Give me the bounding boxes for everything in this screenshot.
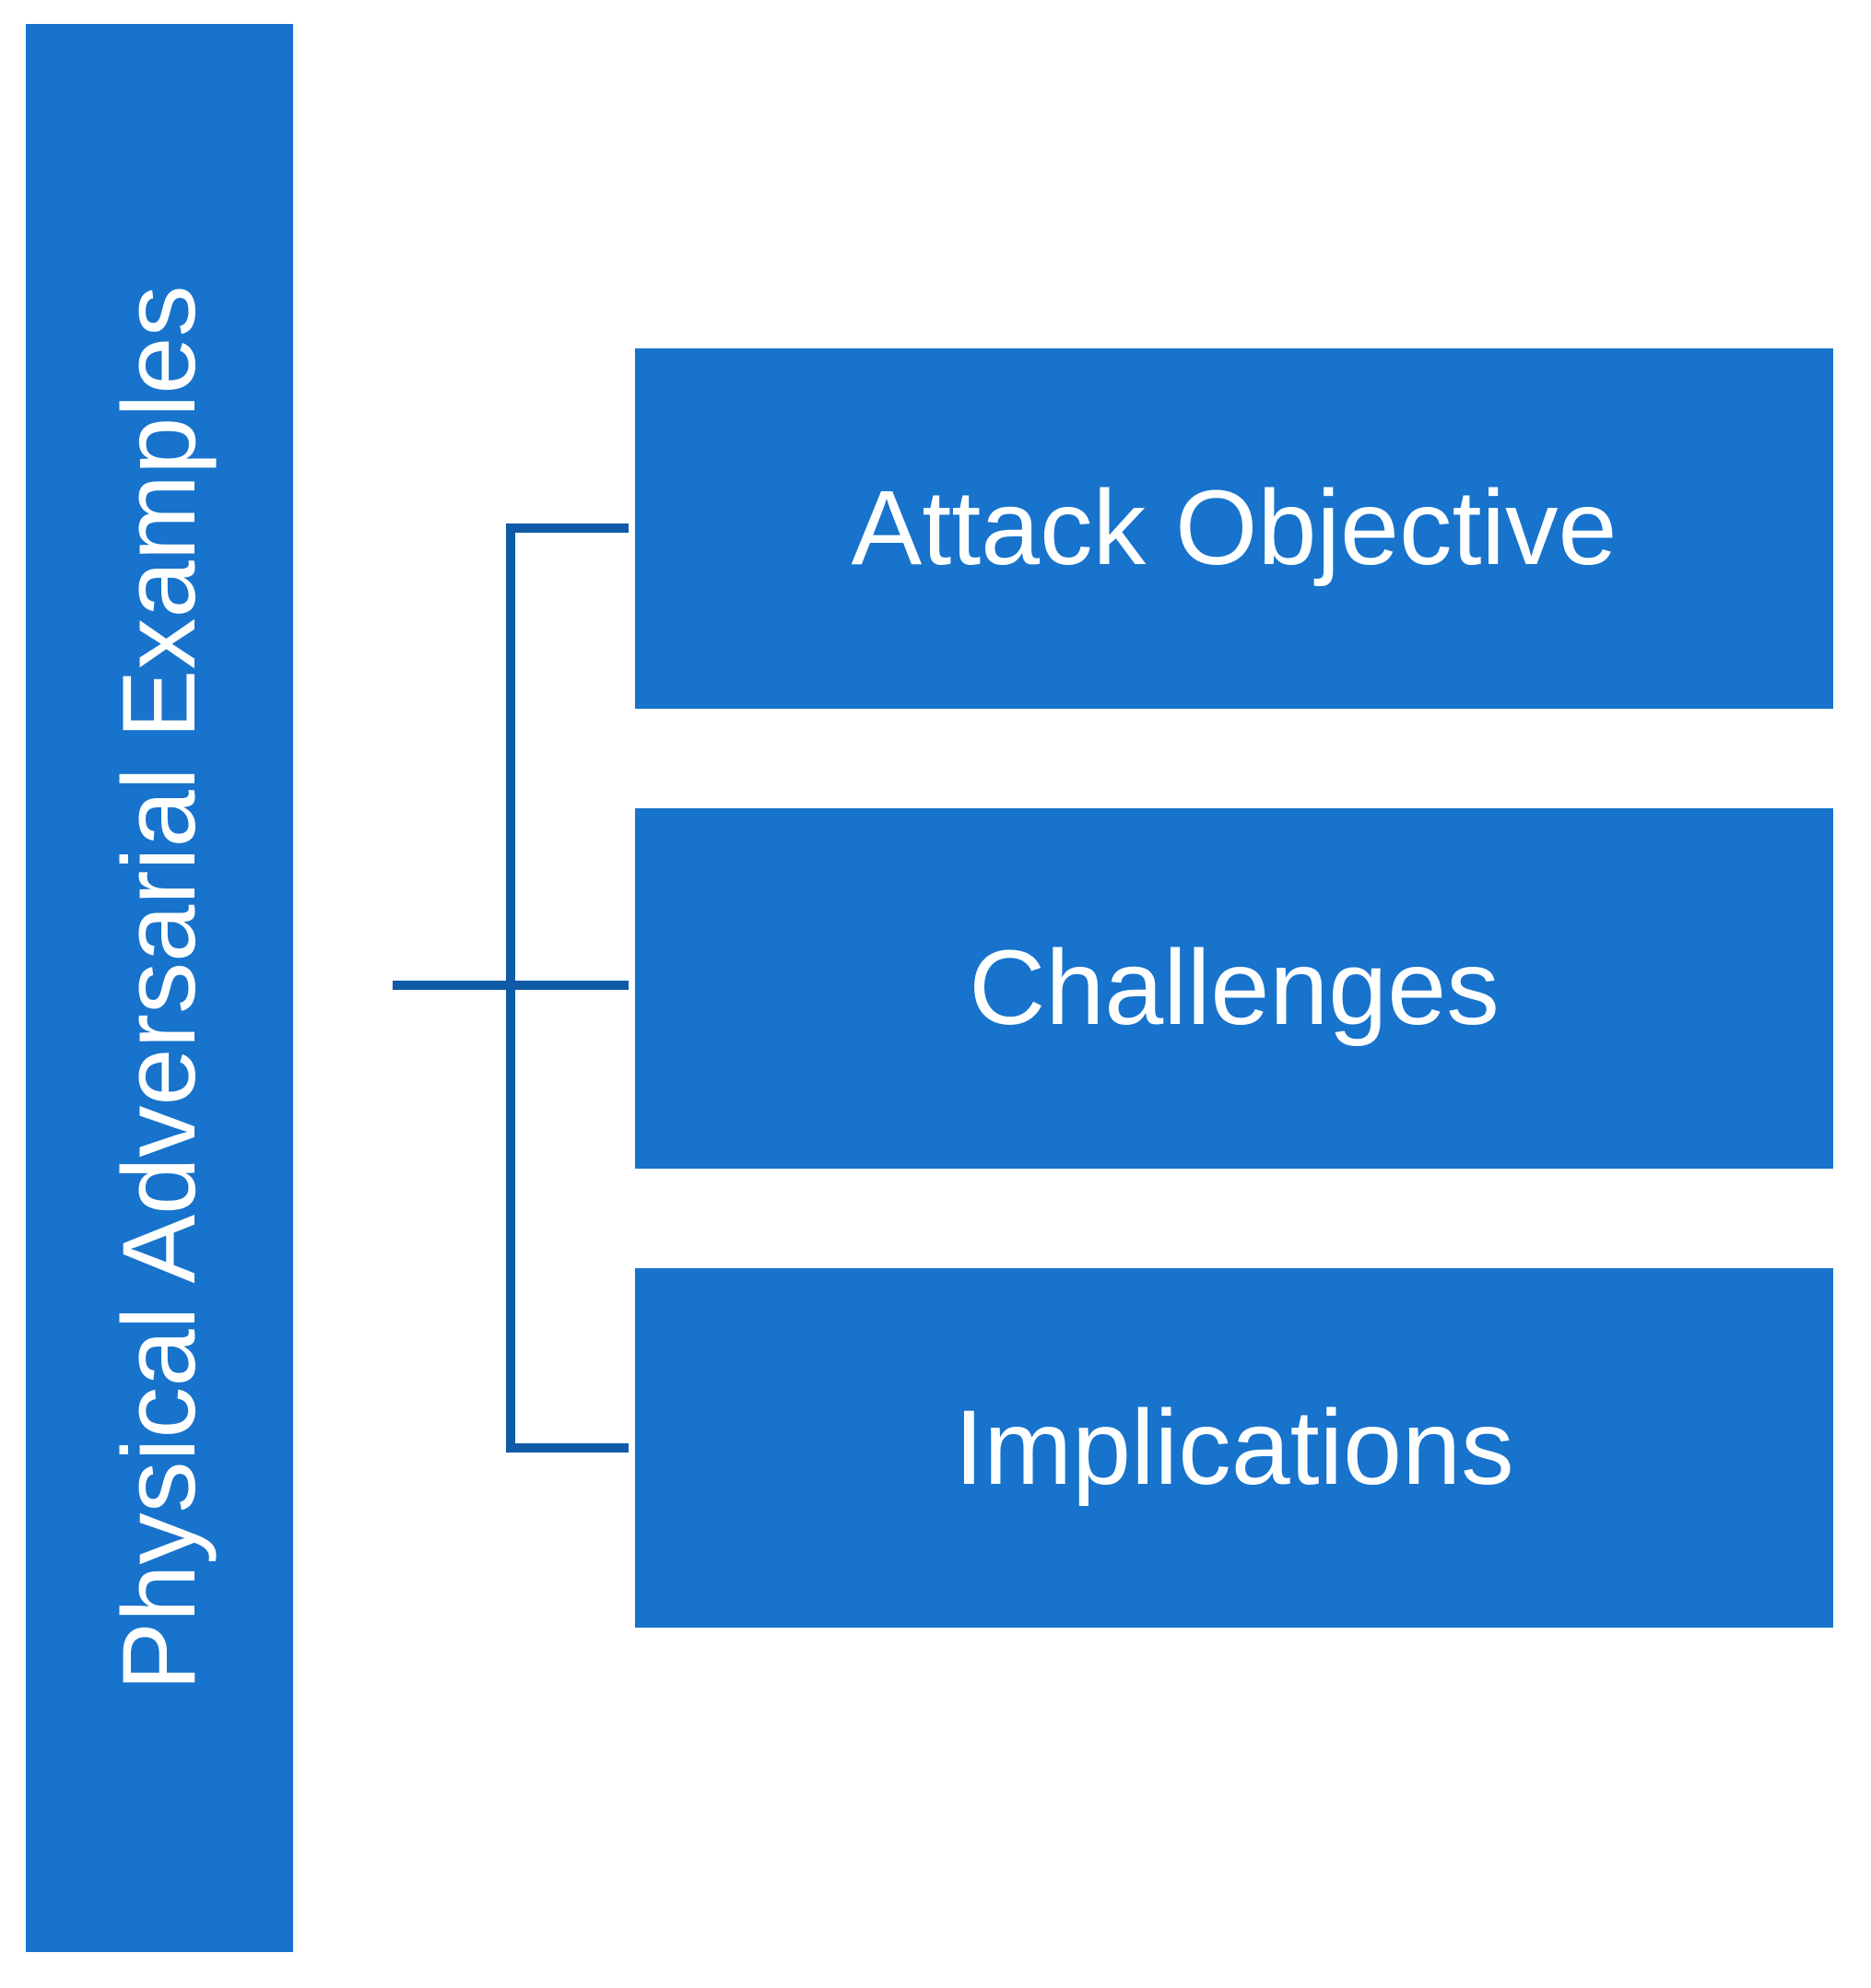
root-node-label: Physical Adversarial Examples	[101, 285, 217, 1691]
leaf-node-attack-objective[interactable]: Attack Objective	[635, 348, 1833, 709]
leaf-node-implications[interactable]: Implications	[635, 1268, 1833, 1628]
leaf-node-label: Challenges	[969, 929, 1500, 1047]
connector-spine	[506, 523, 515, 1453]
leaf-node-label: Attack Objective	[851, 469, 1618, 587]
connector-branch-mid	[506, 981, 629, 990]
root-node-physical-adversarial-examples[interactable]: Physical Adversarial Examples	[26, 24, 293, 1952]
connector-root-stub	[393, 981, 515, 990]
leaf-node-label: Implications	[954, 1388, 1514, 1507]
connector-branch-top	[506, 523, 629, 533]
leaf-node-challenges[interactable]: Challenges	[635, 808, 1833, 1169]
connector-branch-bottom	[506, 1443, 629, 1453]
